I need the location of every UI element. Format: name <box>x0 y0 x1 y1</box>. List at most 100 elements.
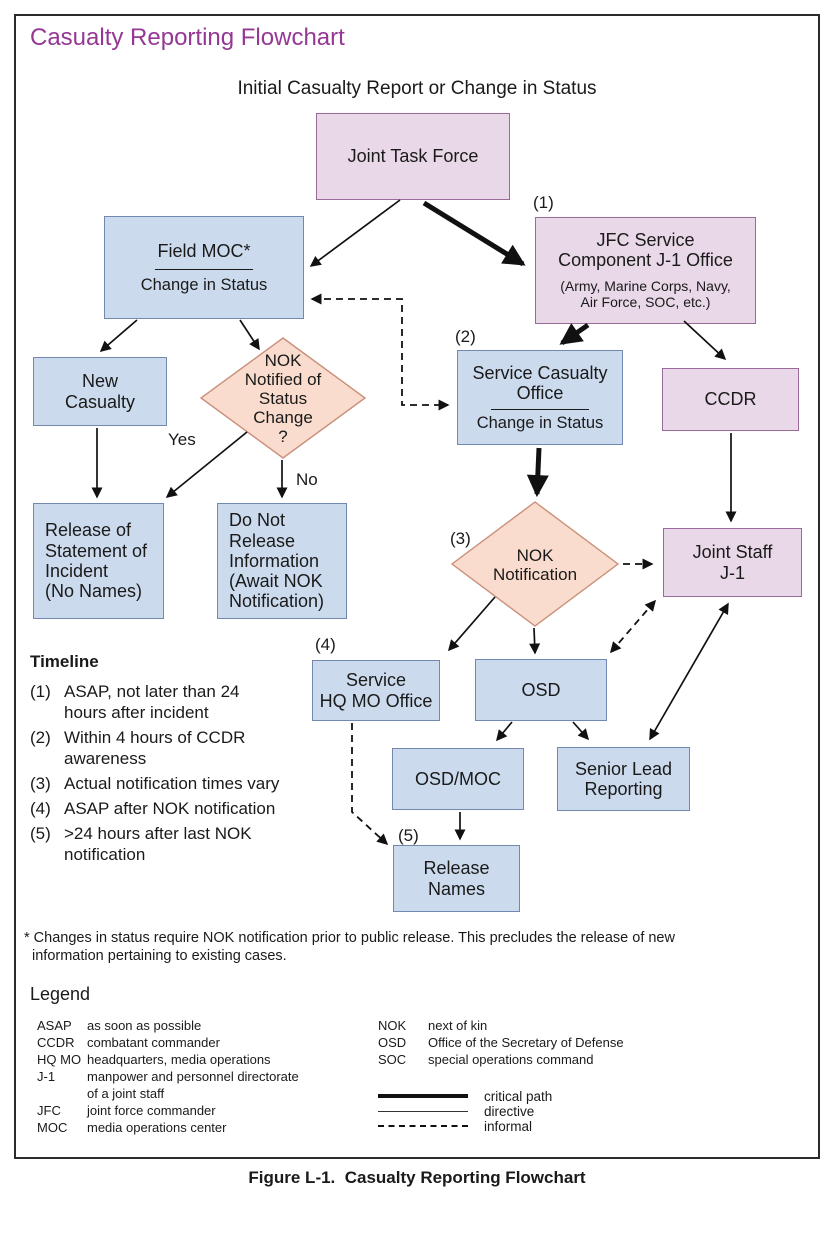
legend-right-column: NOK next of kin OSD Office of the Secret… <box>378 1017 624 1068</box>
node-release-names: Release Names <box>393 845 520 912</box>
node-osd-moc: OSD/MOC <box>392 748 524 810</box>
legend-term <box>37 1085 87 1102</box>
legend-definition: manpower and personnel directorate <box>87 1069 299 1084</box>
branch-label-no: No <box>296 470 318 489</box>
node-label-line: Component J-1 Office <box>558 250 733 271</box>
node-label-line: Office <box>516 383 564 404</box>
line-sample-label: directive <box>484 1103 535 1119</box>
diamond-label-line: NOK <box>264 351 302 370</box>
timeline-item: (1) ASAP, not later than 24 hours after … <box>30 681 330 723</box>
node-label: OSD/MOC <box>414 768 501 789</box>
legend-entry: HQ MO headquarters, media operations <box>37 1051 299 1068</box>
legend-entry: OSD Office of the Secretary of Defense <box>378 1034 624 1051</box>
timeline-item: (5) >24 hours after last NOK notificatio… <box>30 823 330 865</box>
node-label: OSD <box>521 679 561 700</box>
timeline-item-number: (3) <box>30 774 51 793</box>
legend-entry: JFC joint force commander <box>37 1102 299 1119</box>
node-label: CCDR <box>704 389 757 410</box>
node-label-line: Notification) <box>229 591 325 612</box>
legend-definition: joint force commander <box>87 1103 216 1118</box>
node-label-line: Statement of <box>45 540 148 561</box>
node-label-line: New <box>81 371 118 392</box>
node-field-moc: Field MOC* Change in Status <box>104 216 304 319</box>
legend-term: ASAP <box>37 1018 72 1033</box>
node-ccdr: CCDR <box>662 368 799 431</box>
timeline-item-number: (5) <box>30 824 51 843</box>
legend-left-column: ASAP as soon as possible CCDR combatant … <box>37 1017 299 1136</box>
node-note-line: Air Force, SOC, etc.) <box>580 294 711 311</box>
node-senior-lead-reporting: Senior Lead Reporting <box>557 747 690 811</box>
legend-term: OSD <box>378 1035 407 1050</box>
node-jfc-service-component-j1-office: JFC Service Component J-1 Office (Army, … <box>535 217 756 324</box>
timeline-item-text: >24 hours after last NOK notification <box>64 823 320 865</box>
legend-term: MOC <box>37 1120 68 1135</box>
legend-term: NOK <box>378 1018 407 1033</box>
diamond-label-line: Status <box>258 389 308 408</box>
legend-definition: combatant commander <box>87 1035 220 1050</box>
node-label-line: Service Casualty <box>472 362 608 383</box>
chart-border <box>14 14 820 1159</box>
legend-entry: MOC media operations center <box>37 1119 299 1136</box>
step-marker-2: (2) <box>455 327 476 346</box>
node-label-line: Service <box>345 670 407 691</box>
footnote-line: information pertaining to existing cases… <box>32 947 287 964</box>
node-label-line: Release <box>229 530 296 551</box>
node-note-line: (Army, Marine Corps, Navy, <box>560 277 731 294</box>
timeline-heading: Timeline <box>30 652 99 671</box>
timeline-item-line: Actual notification times vary <box>64 774 280 793</box>
footnote: * Changes in status require NOK notifica… <box>24 930 675 965</box>
node-label-line: Joint Staff <box>692 542 773 563</box>
nok-notified-diamond-label: NOK Notified of Status Change ? <box>198 351 368 446</box>
timeline-item: (4) ASAP after NOK notification <box>30 798 330 819</box>
node-joint-task-force: Joint Task Force <box>316 113 510 200</box>
timeline-item-line: Within 4 hours of CCDR <box>64 728 246 747</box>
node-label-line: Release of <box>45 520 132 541</box>
line-sample-label: informal <box>484 1118 533 1134</box>
timeline-item-text: Within 4 hours of CCDR awareness <box>64 727 320 769</box>
timeline-item-text: ASAP, not later than 24 hours after inci… <box>64 681 320 723</box>
legend-term: JFC <box>37 1103 61 1118</box>
timeline-item-text: ASAP after NOK notification <box>64 798 320 819</box>
timeline-item: (3) Actual notification times vary <box>30 773 330 794</box>
legend-line-critical-path: critical path <box>378 1088 552 1104</box>
timeline-section: Timeline (1) ASAP, not later than 24 hou… <box>30 652 330 869</box>
legend-entry: of a joint staff <box>37 1085 299 1102</box>
chart-subtitle: Initial Casualty Report or Change in Sta… <box>237 78 597 99</box>
node-label-line: Senior Lead <box>574 758 673 779</box>
node-label-line: Information <box>229 550 320 571</box>
timeline-item-line: >24 hours after last NOK <box>64 824 252 843</box>
timeline-item-line: notification <box>64 845 146 864</box>
legend-definition: headquarters, media operations <box>87 1052 271 1067</box>
informal-line-sample <box>378 1125 468 1127</box>
node-label-line: J-1 <box>719 562 745 583</box>
timeline-item-text: Actual notification times vary <box>64 773 320 794</box>
legend-line-informal: informal <box>378 1118 532 1134</box>
node-release-statement: Release of Statement of Incident (No Nam… <box>33 503 164 619</box>
node-label: Joint Task Force <box>347 146 479 167</box>
figure-caption: Figure L-1. Casualty Reporting Flowchart <box>248 1168 586 1187</box>
legend-entry: NOK next of kin <box>378 1017 624 1034</box>
node-new-casualty: New Casualty <box>33 357 167 426</box>
legend-term: CCDR <box>37 1035 75 1050</box>
node-label-line: (Await NOK <box>229 571 323 592</box>
legend-definition: next of kin <box>428 1018 488 1033</box>
timeline-item-number: (1) <box>30 682 51 701</box>
timeline-item-line: awareness <box>64 749 147 768</box>
legend-entry: CCDR combatant commander <box>37 1034 299 1051</box>
node-label-line: Names <box>427 878 485 899</box>
node-label-line: Incident <box>45 561 109 581</box>
timeline-item-line: hours after incident <box>64 703 209 722</box>
node-joint-staff-j1: Joint Staff J-1 <box>663 528 802 597</box>
node-service-hq-mo-office: Service HQ MO Office <box>312 660 440 721</box>
node-label-line: Do Not <box>229 510 286 531</box>
legend-definition: Office of the Secretary of Defense <box>428 1035 624 1050</box>
node-label-line: HQ MO Office <box>319 690 433 711</box>
line-sample-label: critical path <box>484 1088 553 1104</box>
legend-definition: as soon as possible <box>87 1018 202 1033</box>
node-label-line: Release <box>423 858 490 879</box>
diamond-label-line: Notified of <box>244 370 322 389</box>
branch-label-yes: Yes <box>168 430 196 449</box>
timeline-item-line: ASAP, not later than 24 <box>64 682 240 701</box>
divider-line <box>491 408 589 410</box>
